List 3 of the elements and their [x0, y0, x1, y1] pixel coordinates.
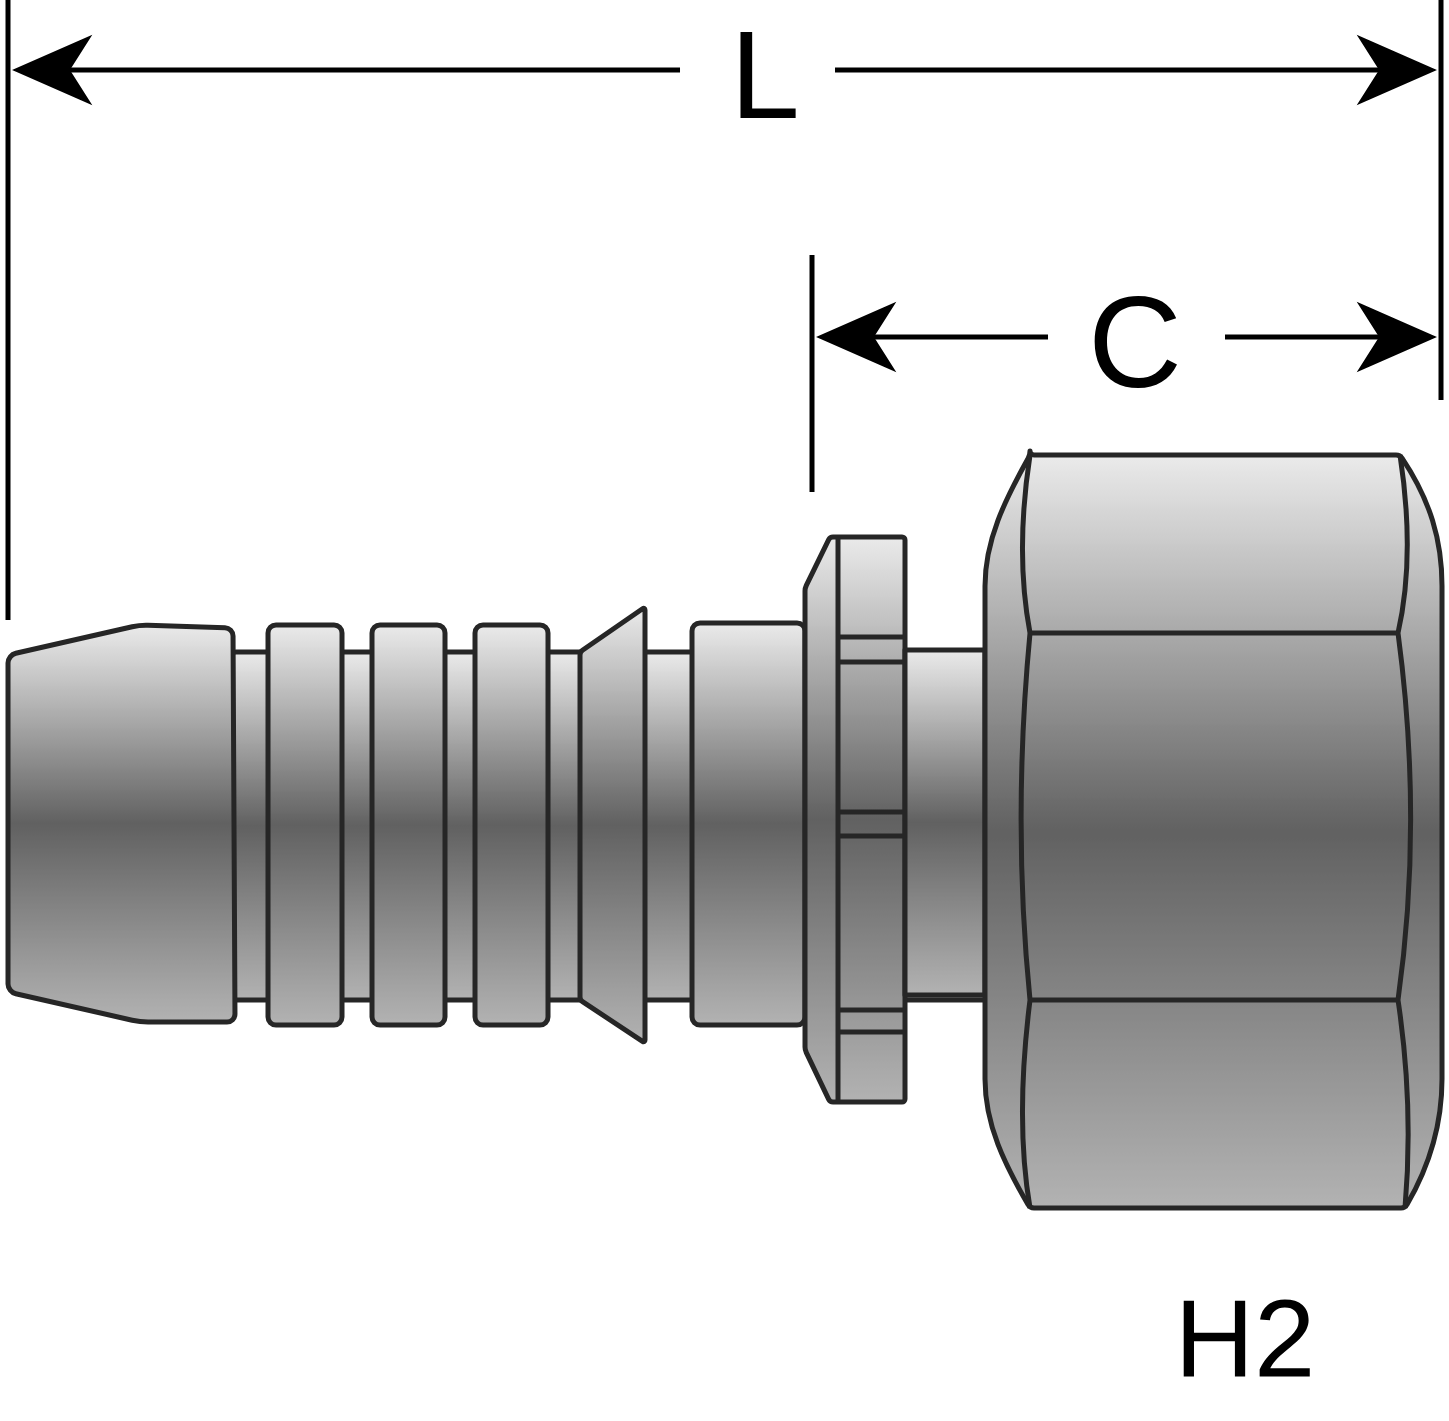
dimension-label: H2 [1183, 1299, 1310, 1377]
dimension-label: L [740, 32, 796, 118]
dimension-label: C [1094, 296, 1177, 388]
